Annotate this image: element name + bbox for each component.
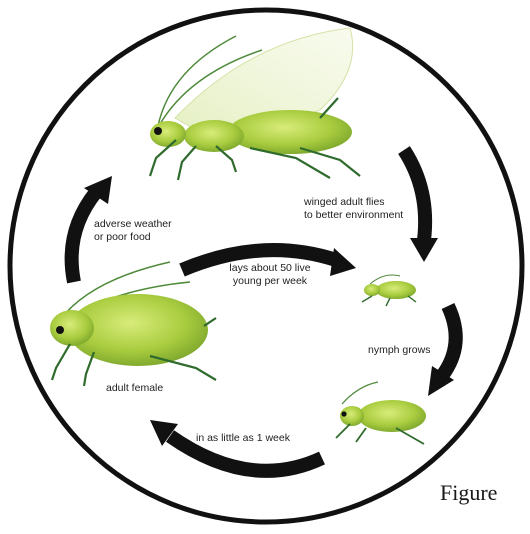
label-winged-line-1: winged adult flies (304, 196, 403, 209)
label-winged-adult: winged adult flies to better environment (304, 196, 403, 222)
nymph-aphid-small (362, 275, 416, 306)
label-lays-young: lays about 50 live young per week (214, 262, 326, 288)
arrow-adverse (72, 192, 96, 282)
label-lays-line-2: young per week (214, 275, 326, 288)
figure-caption-fragment: Figure (440, 480, 497, 506)
label-one-week: in as little as 1 week (196, 432, 290, 445)
arrow-nymph-grows (442, 306, 456, 376)
winged-adult-aphid (150, 28, 360, 180)
label-adult-female: adult female (106, 382, 163, 395)
label-adverse-line-2: or poor food (94, 231, 172, 244)
arrow-lays-young-head (330, 248, 356, 276)
label-winged-line-2: to better environment (304, 209, 403, 222)
label-adverse: adverse weather or poor food (94, 218, 172, 244)
arrow-to-nymph (404, 150, 425, 240)
nymph-aphid-grown (336, 382, 426, 444)
label-nymph-grows: nymph grows (368, 344, 430, 357)
label-lays-line-1: lays about 50 live (214, 262, 326, 275)
arrow-to-nymph-head (410, 238, 438, 262)
label-adverse-line-1: adverse weather (94, 218, 172, 231)
